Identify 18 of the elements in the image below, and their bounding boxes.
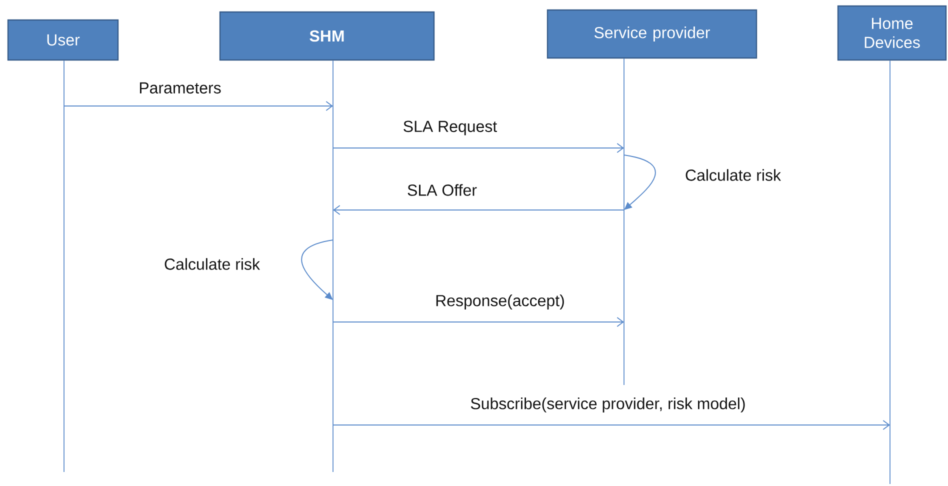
message-arrow	[332, 143, 624, 153]
message-arrow	[332, 420, 890, 430]
edge-label: SLA Request	[402, 120, 498, 136]
participant-box: Service provider	[546, 9, 758, 59]
edge-label: Subscribe(service provider, risk model)	[469, 396, 747, 414]
edge-label: Response(accept)	[434, 294, 566, 310]
message-arrow	[64, 101, 333, 111]
edge-label: Parameters	[138, 81, 222, 95]
edge-label: Calculate risk	[163, 257, 262, 271]
self-arrow	[624, 154, 656, 210]
self-arrow	[301, 240, 334, 300]
message-arrow	[332, 317, 624, 327]
edge-label: SLA Offer	[406, 183, 478, 197]
participant-box: Home Devices	[837, 5, 947, 61]
message-arrow	[333, 205, 624, 215]
edge-label: Calculate risk	[684, 168, 782, 182]
participant-box: SHM	[219, 11, 435, 61]
participant-box: User	[7, 19, 119, 61]
